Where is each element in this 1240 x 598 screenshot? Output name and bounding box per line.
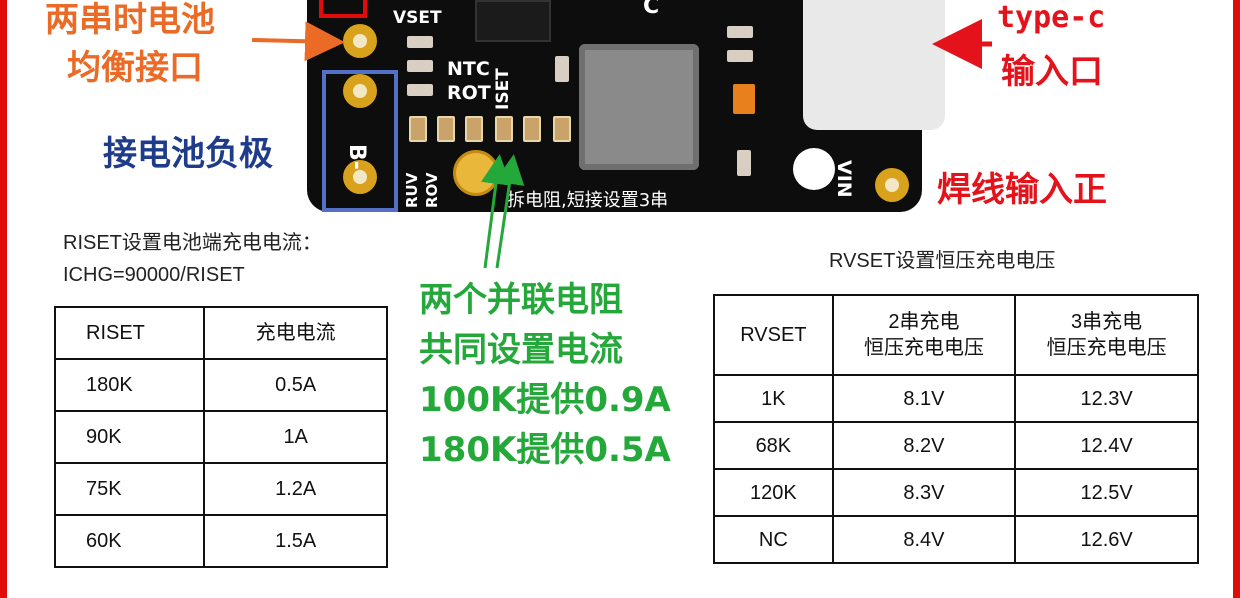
pad-balance [343,24,377,58]
pad-b-minus-top [343,74,377,108]
label-parallel-3: 100K提供0.9A [419,380,671,420]
rvset-header-cell: 3串充电 恒压充电电压 [1014,294,1199,376]
silk-note: 拆电阻,短接设置3串 [507,190,669,211]
smd-4 [555,56,569,82]
mounting-hole [793,148,835,190]
label-parallel-2: 共同设置电流 [419,330,623,370]
silk-c: C [643,0,660,19]
arrow-parallel-a [481,154,511,269]
silk-rot: ROT [447,82,491,104]
label-balance-line2: 均衡接口 [67,48,203,88]
riset-cell: 1.5A [203,514,388,568]
resistor-iset-1 [495,116,513,142]
rvset-cell: 12.4V [1014,421,1199,470]
rvset-cell: 12.5V [1014,468,1199,517]
rvset-header-cell: 2串充电 恒压充电电压 [831,294,1017,376]
silk-vset: VSET [393,8,442,28]
label-solder-positive: 焊线输入正 [937,170,1107,210]
resistor-3 [465,116,483,142]
rvset-cell: 120K [713,468,834,517]
rvset-cell: 12.6V [1014,515,1199,564]
riset-cell: 90K [53,410,206,464]
marked-pad-top [319,0,367,18]
pad-vin [875,168,909,202]
rvset-cell: 8.3V [831,468,1017,517]
rvset-header-cell: RVSET [713,294,834,376]
smd-2 [407,60,433,72]
label-input-port: 输入口 [1001,52,1103,92]
label-balance-line1: 两串时电池 [45,0,215,40]
riset-formula-line1: RISET设置电池端充电电流： [63,232,322,254]
riset-cell: 1A [203,410,388,464]
annotation-arrows [251,19,992,269]
resistor-4 [553,116,571,142]
riset-cell: 1.2A [203,462,388,516]
label-battery-negative: 接电池负极 [103,134,273,174]
riset-cell: 75K [53,462,206,516]
rvset-cell: 8.4V [831,515,1017,564]
resistor-iset-2 [523,116,541,142]
riset-cell: 0.5A [203,358,388,412]
resistor-1 [409,116,427,142]
smd-orange [733,84,755,114]
smd-6 [727,50,753,62]
resistor-2 [437,116,455,142]
arrow-parallel-b [494,154,525,269]
silk-ntc: NTC [447,58,490,80]
smd-7 [737,150,751,176]
riset-cell: 180K [53,358,206,412]
pcb-board: VSET NTC ROT ISET B- RUV ROV VIN C 拆电阻,短… [307,0,945,212]
b-minus-highlight [322,70,398,212]
rvset-cell: 8.2V [831,421,1017,470]
riset-formula-line2: ICHG=90000/RISET [63,264,245,286]
rvset-cell: 1K [713,374,834,423]
label-parallel-4: 180K提供0.5A [419,430,671,470]
smd-5 [727,26,753,38]
smd-3 [407,84,433,96]
rvset-cell: 68K [713,421,834,470]
ic-chip [475,0,551,42]
pad-b-minus [343,160,377,194]
riset-cell: 60K [53,514,206,568]
type-c-connector [803,0,945,130]
rvset-cell: NC [713,515,834,564]
label-parallel-1: 两个并联电阻 [419,280,623,320]
smd-1 [407,36,433,48]
label-type-c: type-c [997,0,1106,35]
riset-header-cell: RISET [53,306,206,360]
rvset-title: RVSET设置恒压充电电压 [829,250,1056,272]
inductor [579,44,699,170]
riset-header-cell: 充电电流 [203,306,388,360]
arrow-balance [251,21,345,62]
rvset-cell: 12.3V [1014,374,1199,423]
rvset-cell: 8.1V [831,374,1017,423]
